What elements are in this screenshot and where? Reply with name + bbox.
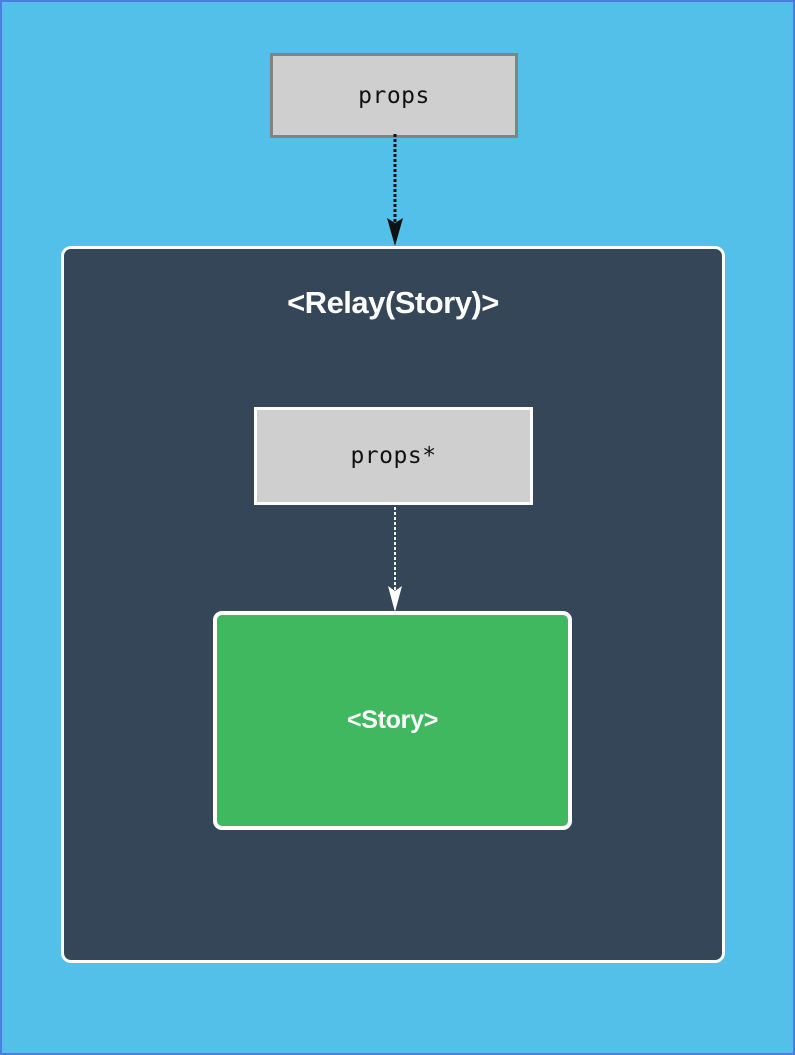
node-props-outer-label: props <box>358 82 430 109</box>
node-props-inner-label: props* <box>350 443 437 469</box>
node-props-inner: props* <box>254 407 533 505</box>
node-props-outer: props <box>270 53 518 138</box>
container-title: <Relay(Story)> <box>287 285 499 320</box>
arrow-down-icon-outer <box>387 134 403 246</box>
arrow-down-icon-inner <box>388 502 402 612</box>
node-story-label: <Story> <box>346 706 438 734</box>
node-story: <Story> <box>213 611 572 830</box>
